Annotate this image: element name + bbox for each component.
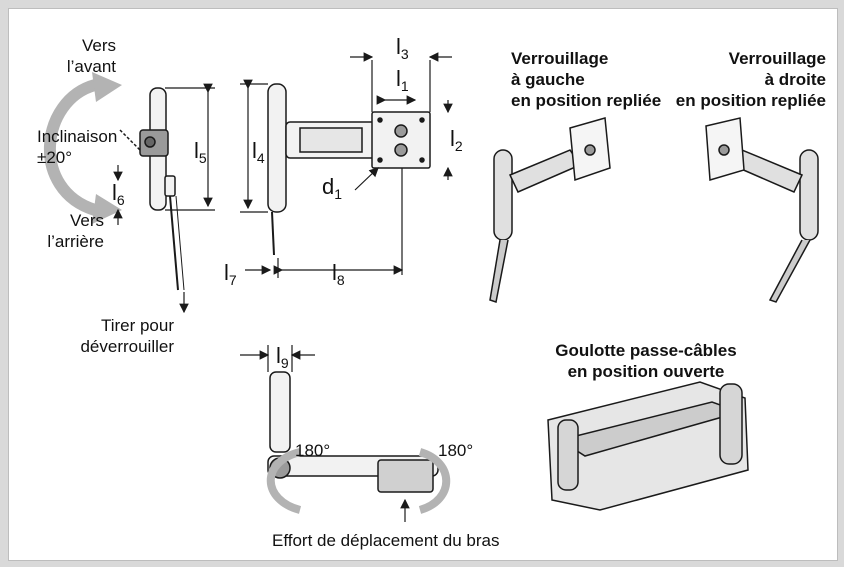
dim-l6: l6 xyxy=(112,180,125,209)
front-view-arm xyxy=(267,83,431,256)
label-backward: Vers l’arrière xyxy=(47,211,104,251)
tilt-arrow-head-bottom xyxy=(92,194,122,224)
iso-arm-right xyxy=(705,117,819,303)
tilt-arrow xyxy=(43,79,101,216)
side-view-arm xyxy=(119,87,185,291)
front-view-dimension-lines xyxy=(240,52,453,278)
top-view-dimension-lines xyxy=(240,345,410,522)
label-lock-right: Verrouillage à droite en position replié… xyxy=(675,49,826,110)
label-tilt: Inclinaison ±20° xyxy=(37,127,118,167)
top-view-rotation-arrows xyxy=(266,448,451,514)
tilt-arrow-head-top xyxy=(92,72,122,102)
dim-l7: l7 xyxy=(224,260,237,289)
dim-l8: l8 xyxy=(332,260,345,289)
top-view-arm xyxy=(267,371,439,493)
label-rotation-left: 180° xyxy=(295,441,331,460)
dim-l1: l1 xyxy=(396,66,409,95)
label-forward: Vers l’avant xyxy=(66,36,116,76)
dim-l4: l4 xyxy=(252,138,265,167)
dim-l3: l3 xyxy=(396,34,409,63)
cable-channel xyxy=(547,381,749,511)
label-pull-to-unlock: Tirer pour déverrouiller xyxy=(80,316,174,356)
side-view-dimension-lines xyxy=(113,83,215,314)
label-lock-left: Verrouillage à gauche en position replié… xyxy=(511,49,662,110)
dim-l9: l9 xyxy=(276,343,289,372)
dim-l5: l5 xyxy=(194,138,207,167)
label-rotation-right: 180° xyxy=(438,441,474,460)
label-cable-channel: Goulotte passe-câbles en position ouvert… xyxy=(555,341,737,381)
label-arm-effort: Effort de déplacement du bras xyxy=(272,531,500,550)
dim-l2: l2 xyxy=(450,126,463,155)
iso-arm-left xyxy=(489,117,611,303)
dim-d1: d1 xyxy=(322,174,343,203)
